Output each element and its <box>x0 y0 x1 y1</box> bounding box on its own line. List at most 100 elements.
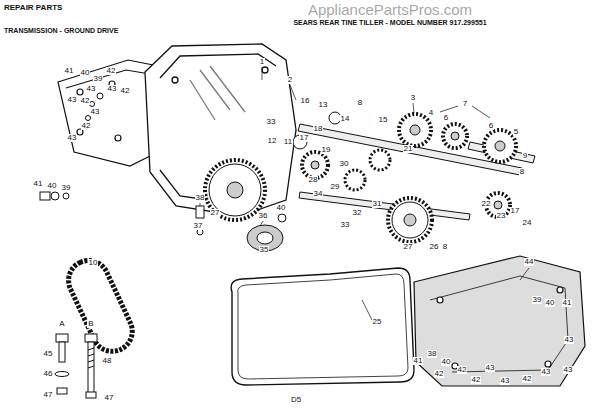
callout-number: 43 <box>500 377 511 385</box>
gear <box>209 164 261 216</box>
callout-number: 42 <box>471 376 482 384</box>
side-cover <box>414 256 585 386</box>
gear <box>495 141 505 151</box>
gasket <box>231 268 414 385</box>
gear <box>404 214 416 226</box>
callout-number: 26 <box>429 243 440 251</box>
bolt <box>55 372 69 377</box>
callout-number: 13 <box>318 101 329 109</box>
diagram-title: SEARS REAR TINE TILLER - MODEL NUMBER 91… <box>293 19 486 26</box>
callout-number: 24 <box>522 219 533 227</box>
callout-number: 47 <box>43 391 54 399</box>
callout-number: 44 <box>524 258 535 266</box>
callout-number: 17 <box>510 207 521 215</box>
callout-number: 38 <box>427 350 438 358</box>
gasket <box>231 268 414 385</box>
drive-chain <box>62 254 139 358</box>
callout-number: 42 <box>81 122 92 130</box>
callout-number: 41 <box>562 299 573 307</box>
side-plate <box>77 89 83 95</box>
gear <box>205 160 265 220</box>
gear <box>370 150 390 170</box>
callout-number: 38 <box>195 194 206 202</box>
small-parts <box>51 192 59 200</box>
callout-number: 34 <box>313 190 324 198</box>
section-heading: TRANSMISSION - GROUND DRIVE <box>3 27 119 34</box>
pulley <box>257 232 273 244</box>
gear <box>451 132 459 140</box>
leader-line <box>200 67 529 320</box>
bolt <box>55 334 97 398</box>
callout-number: 7 <box>462 100 468 108</box>
callout-number: 23 <box>496 212 507 220</box>
callout-number: 8 <box>519 168 525 176</box>
small-parts <box>86 116 91 121</box>
drive-chain <box>62 254 139 358</box>
callout-number: 40 <box>276 204 287 212</box>
callout-number: 31 <box>372 200 383 208</box>
watermark: AppliancePartsPros.com <box>307 2 473 17</box>
leader-line <box>290 85 296 100</box>
small-parts <box>40 192 50 200</box>
callout-number: 4 <box>428 109 434 117</box>
callout-number: 42 <box>434 370 445 378</box>
callout-number: 16 <box>300 97 311 105</box>
callout-number: 42 <box>522 375 533 383</box>
leader-line <box>440 106 458 112</box>
gear <box>494 201 502 209</box>
side-cover <box>437 297 443 303</box>
callout-number: 35 <box>259 246 270 254</box>
gasket <box>238 274 408 379</box>
callout-number: 25 <box>372 318 383 326</box>
side-cover <box>545 361 551 367</box>
callout-number: 5 <box>513 128 519 136</box>
side-cover <box>430 276 568 372</box>
bolt <box>57 388 67 394</box>
gear <box>399 114 431 146</box>
callout-number: 21 <box>403 145 414 153</box>
bolt <box>86 392 96 398</box>
callout-number: 22 <box>481 200 492 208</box>
callout-number: 15 <box>378 116 389 124</box>
callout-number: 28 <box>308 176 319 184</box>
transmission-housing <box>262 67 268 73</box>
callout-number: 33 <box>340 221 351 229</box>
callout-number: 41 <box>33 180 44 188</box>
leader-line <box>413 103 414 113</box>
leader-line <box>262 67 263 80</box>
section-heading: REPAIR PARTS <box>3 4 63 12</box>
side-plate <box>115 135 121 141</box>
bolt <box>85 334 97 342</box>
callout-number: 11 <box>283 138 293 146</box>
bolt <box>88 342 94 394</box>
gear <box>392 202 428 238</box>
callout-number: 2 <box>287 76 293 84</box>
figure-code: D5 <box>290 396 302 404</box>
callout-number: 33 <box>266 118 277 126</box>
callout-number: 43 <box>485 364 496 372</box>
transmission-housing <box>145 44 296 216</box>
callout-number: 43 <box>107 85 118 93</box>
bolt-letter: A <box>58 320 65 328</box>
leader-line <box>472 106 490 118</box>
callout-number: 43 <box>541 368 552 376</box>
bolt <box>59 342 65 362</box>
callout-number: 42 <box>120 87 131 95</box>
small-parts <box>196 206 204 218</box>
gear <box>302 152 328 178</box>
gear <box>311 161 319 169</box>
transmission-housing <box>172 77 178 83</box>
transmission-housing <box>145 44 296 216</box>
gear <box>205 112 516 242</box>
callout-number: 40 <box>545 299 556 307</box>
callout-number: 3 <box>410 94 416 102</box>
leader-line <box>260 221 263 226</box>
callout-number: 43 <box>67 134 78 142</box>
small-parts <box>278 214 286 222</box>
callout-number: 30 <box>339 160 350 168</box>
callout-number: 10 <box>88 259 99 267</box>
gear <box>443 124 467 148</box>
callout-number: 1 <box>259 58 265 66</box>
bolt-letter: B <box>87 320 94 328</box>
